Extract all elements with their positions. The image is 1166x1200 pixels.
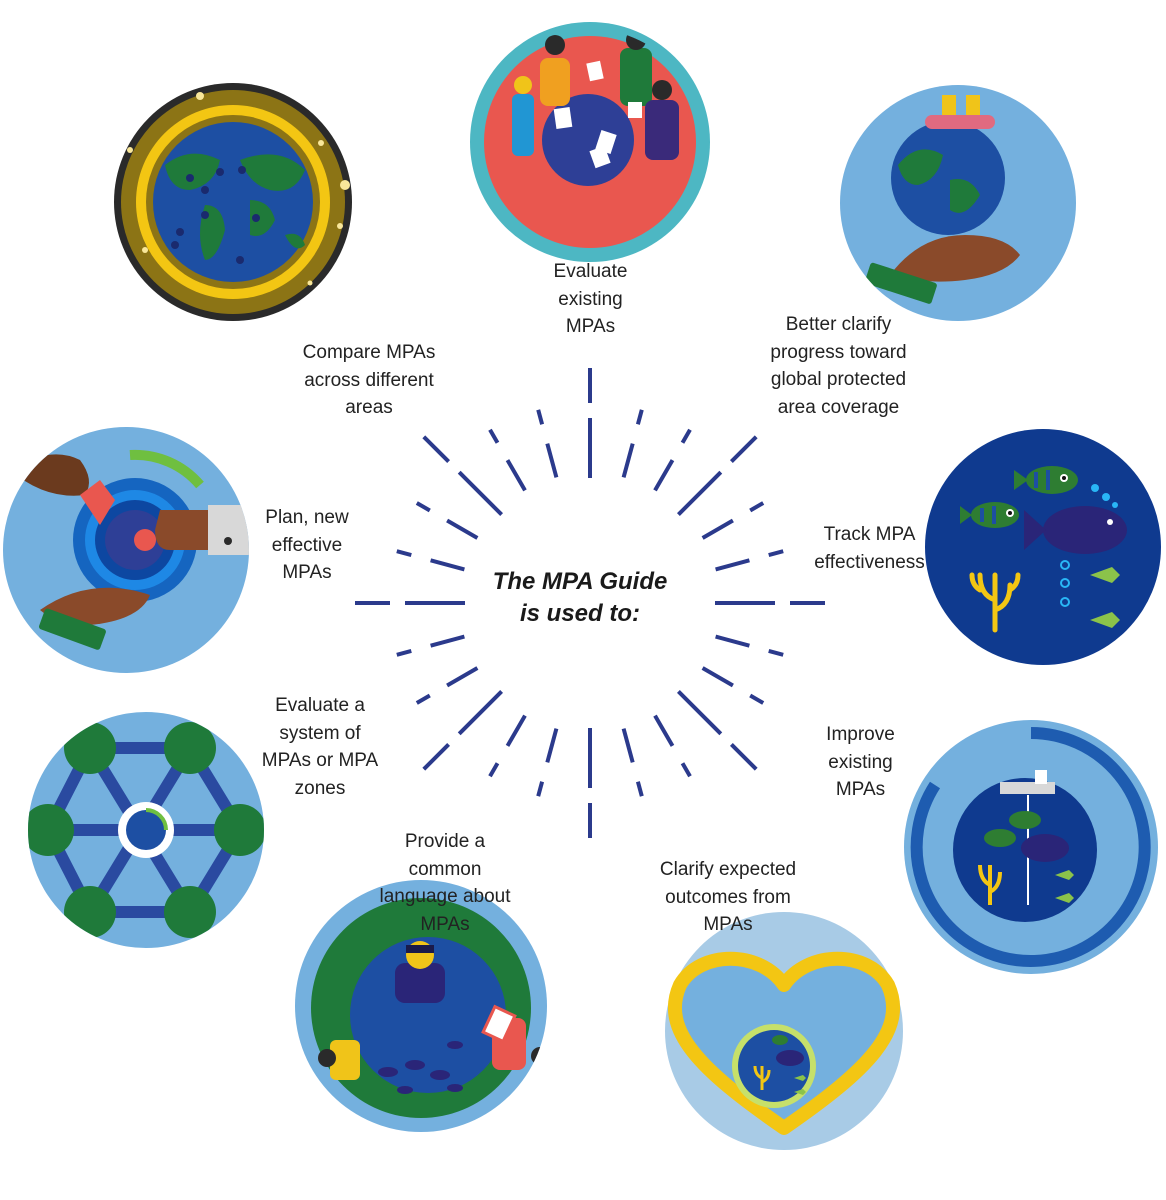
label-evaluate-existing: Evaluate existing MPAs bbox=[553, 261, 628, 337]
sunburst-ray bbox=[701, 518, 734, 540]
sunburst-ray bbox=[635, 409, 644, 425]
improve-existing-illustration bbox=[904, 720, 1158, 974]
sunburst-ray bbox=[680, 762, 692, 778]
sunburst-ray bbox=[415, 501, 431, 513]
sunburst-ray bbox=[653, 714, 675, 747]
center-title-line-2: is used to: bbox=[519, 600, 640, 627]
evaluate-existing-illustration bbox=[470, 22, 710, 262]
plan-new-illustration bbox=[3, 427, 249, 673]
sunburst-ray bbox=[715, 558, 750, 572]
sunburst-ray bbox=[536, 781, 545, 797]
sunburst-ray bbox=[505, 459, 527, 492]
sunburst-ray bbox=[446, 518, 479, 540]
clarify-progress-illustration bbox=[840, 85, 1076, 321]
label-common-language: Provide a common language about MPAs bbox=[379, 831, 511, 935]
clarify-outcomes-illustration bbox=[665, 912, 903, 1150]
sunburst-ray bbox=[488, 428, 500, 444]
label-clarify-outcomes: Clarify expected outcomes from MPAs bbox=[659, 859, 797, 935]
sunburst-ray bbox=[396, 648, 412, 657]
evaluate-system-illustration bbox=[28, 712, 264, 948]
sunburst-ray bbox=[701, 666, 734, 688]
sunburst-ray bbox=[621, 728, 635, 763]
sunburst-ray bbox=[415, 693, 431, 705]
sunburst-ray bbox=[446, 666, 479, 688]
track-effectiveness-illustration bbox=[925, 429, 1161, 665]
label-plan-new: Plan, new effective MPAs bbox=[265, 507, 349, 583]
center-title-line-1: The MPA Guide bbox=[492, 568, 668, 595]
sunburst-ray bbox=[430, 634, 465, 648]
sunburst-ray bbox=[680, 428, 692, 444]
sunburst-ray bbox=[545, 443, 559, 478]
sunburst-ray bbox=[422, 435, 451, 464]
sunburst-ray bbox=[430, 558, 465, 572]
sunburst-ray bbox=[635, 781, 644, 797]
sunburst-ray bbox=[729, 742, 758, 771]
sunburst-ray bbox=[729, 435, 758, 464]
sunburst-ray bbox=[749, 501, 765, 513]
sunburst-ray bbox=[749, 693, 765, 705]
sunburst-rays bbox=[355, 368, 825, 838]
label-compare-areas: Compare MPAs across different areas bbox=[302, 342, 436, 418]
common-language-illustration bbox=[295, 880, 547, 1132]
sunburst-ray bbox=[676, 470, 723, 517]
label-track-effectiveness: Track MPA effectiveness bbox=[814, 524, 925, 573]
sunburst-ray bbox=[653, 459, 675, 492]
sunburst-ray bbox=[396, 549, 412, 558]
label-improve-existing: Improve existing MPAs bbox=[826, 724, 895, 800]
label-clarify-progress: Better clarify progress toward global pr… bbox=[770, 314, 907, 418]
label-evaluate-system: Evaluate a system of MPAs or MPA zones bbox=[261, 695, 379, 799]
sunburst-ray bbox=[545, 728, 559, 763]
sunburst-ray bbox=[457, 689, 504, 736]
sunburst-ray bbox=[676, 689, 723, 736]
sunburst-ray bbox=[488, 762, 500, 778]
sunburst-ray bbox=[621, 443, 635, 478]
sunburst-ray bbox=[768, 648, 784, 657]
compare-areas-illustration bbox=[114, 83, 352, 321]
sunburst-ray bbox=[536, 409, 545, 425]
sunburst-ray bbox=[715, 634, 750, 648]
center-title: The MPA Guide is used to: bbox=[470, 566, 690, 630]
sunburst-ray bbox=[457, 470, 504, 517]
sunburst-ray bbox=[768, 549, 784, 558]
sunburst-ray bbox=[505, 714, 527, 747]
sunburst-ray bbox=[422, 742, 451, 771]
